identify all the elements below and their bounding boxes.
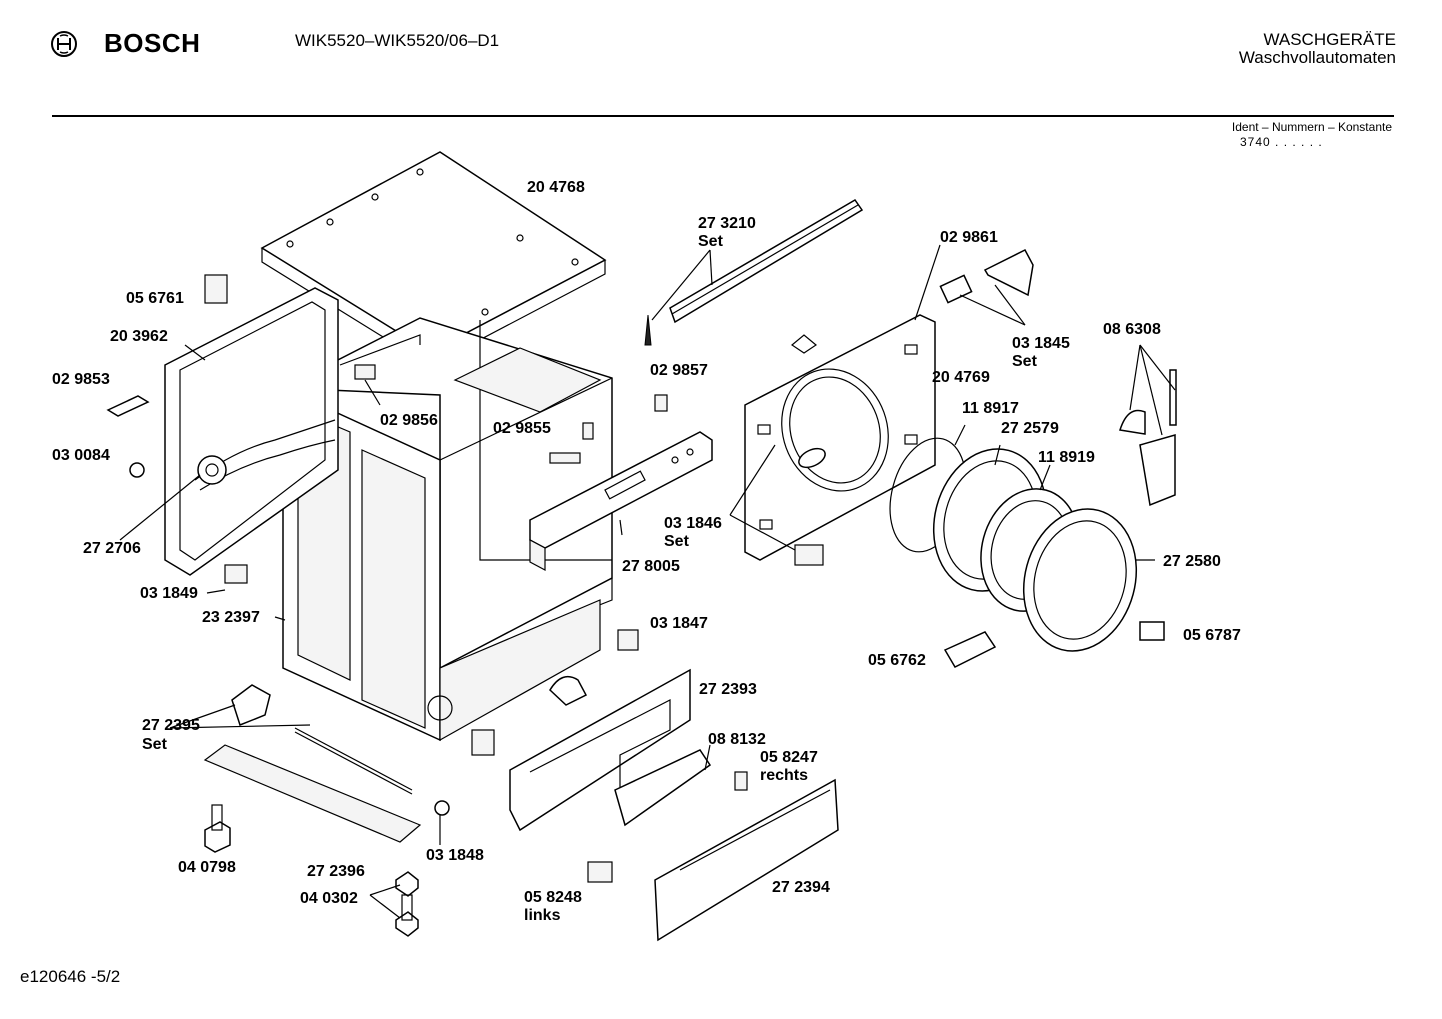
part-label-118917: 11 8917 [962, 400, 1019, 417]
part-label-273210-set: Set [698, 233, 724, 250]
part-label-272395-set: Set [142, 736, 168, 753]
part-label-031846-set: Set [664, 533, 690, 550]
part-label-030084: 03 0084 [52, 447, 110, 464]
leader-lines [119, 244, 1176, 919]
part-label-272395: 27 2395 [142, 717, 200, 734]
part-label-031847: 03 1847 [650, 615, 708, 632]
part-label-056762: 05 6762 [868, 652, 926, 669]
part-label-272706: 27 2706 [83, 540, 141, 557]
part-label-029857: 02 9857 [650, 362, 708, 379]
part-label-040798: 04 0798 [178, 859, 236, 876]
header-divider [52, 115, 1394, 117]
front-panel [744, 314, 936, 561]
part-label-118919: 11 8919 [1038, 449, 1095, 466]
model-number: WIK5520–WIK5520/06–D1 [295, 31, 500, 50]
small-hardware [106, 249, 1177, 937]
category-title: WASCHGERÄTE [1263, 30, 1396, 49]
part-label-088132: 08 8132 [708, 731, 766, 748]
part-label-272394: 27 2394 [772, 879, 830, 896]
door-assembly [889, 437, 1138, 652]
plinth-parts [203, 668, 839, 942]
part-label-031845-set: Set [1012, 353, 1038, 370]
part-label-029855: 02 9855 [493, 420, 551, 437]
part-label-273210: 27 3210 [698, 215, 756, 232]
part-label-056761: 05 6761 [126, 290, 184, 307]
part-label-056787: 05 6787 [1183, 627, 1241, 644]
part-label-272393: 27 2393 [699, 681, 757, 698]
part-label-031846: 03 1846 [664, 515, 722, 532]
part-label-031849: 03 1849 [140, 585, 198, 602]
part-label-272396: 27 2396 [307, 863, 365, 880]
control-panel-bracket [529, 431, 713, 571]
part-label-058248-links: links [524, 907, 561, 924]
part-label-272580: 27 2580 [1163, 553, 1221, 570]
cabinet-frame [280, 317, 613, 742]
part-label-278005: 27 8005 [622, 558, 680, 575]
part-label-086308: 08 6308 [1103, 321, 1161, 338]
part-label-204769: 20 4769 [932, 369, 990, 386]
part-label-204768: 20 4768 [527, 179, 585, 196]
ident-value: 3740 . . . . . . [1240, 135, 1323, 149]
part-label-272579: 27 2579 [1001, 420, 1059, 437]
ident-title: Ident – Nummern – Konstante [1231, 120, 1392, 134]
part-label-031845: 03 1845 [1012, 335, 1070, 352]
top-trim-strip [644, 199, 864, 346]
part-label-058247: 05 8247 [760, 749, 818, 766]
part-label-232397: 23 2397 [202, 609, 260, 626]
rear-panel [164, 287, 339, 576]
brand-name: BOSCH [104, 28, 201, 58]
part-label-203962: 20 3962 [110, 328, 168, 345]
part-label-040302: 04 0302 [300, 890, 358, 907]
part-label-058248: 05 8248 [524, 889, 582, 906]
part-label-029856: 02 9856 [380, 412, 438, 429]
part-label-029853: 02 9853 [52, 371, 110, 388]
drawing-code: e120646 -5/2 [20, 967, 121, 986]
part-label-058247-rechts: rechts [760, 767, 808, 784]
part-label-029861: 02 9861 [940, 229, 998, 246]
bosch-logo-icon [51, 31, 77, 57]
category-subtitle: Waschvollautomaten [1238, 48, 1396, 67]
part-label-031848: 03 1848 [426, 847, 484, 864]
